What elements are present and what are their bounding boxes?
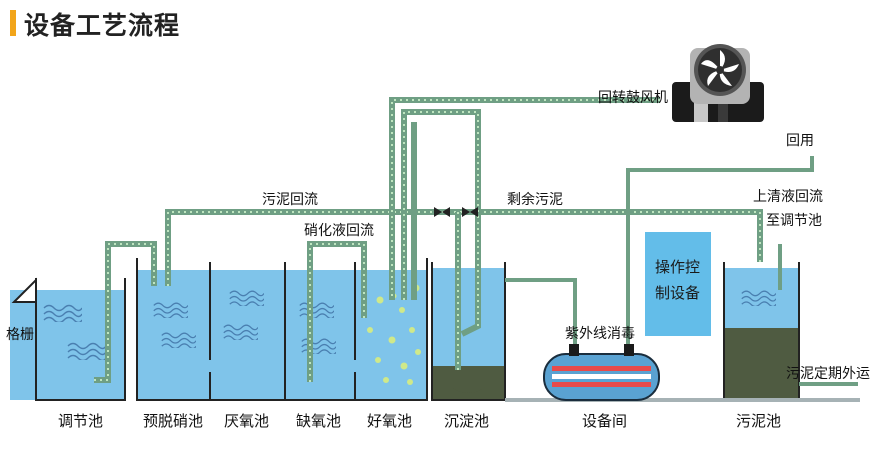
pipes — [94, 97, 858, 386]
valve-icon — [462, 207, 478, 217]
valve-icon — [434, 207, 450, 217]
bar-screen-label: 格栅 — [6, 327, 34, 343]
sludge-layer — [724, 328, 799, 400]
tank-label: 缺氧池 — [296, 412, 341, 430]
control-box — [645, 232, 711, 336]
tank-label: 调节池 — [58, 412, 103, 430]
control-box-label-1: 操作控 — [655, 258, 700, 276]
tank-label: 预脱硝池 — [143, 412, 203, 430]
sludge-out-label: 污泥定期外运 — [786, 366, 870, 382]
uv-disinfection-unit — [543, 344, 660, 401]
title-accent-bar — [10, 10, 16, 36]
clarifier-sludge-bottom — [432, 366, 505, 393]
bar-screen-icon — [11, 277, 37, 303]
tank-label: 好氧池 — [367, 412, 412, 430]
tank-label: 设备间 — [582, 412, 627, 430]
reactor-wall — [136, 258, 428, 401]
supernatant-label-1: 上清液回流 — [753, 189, 823, 205]
tank-label: 厌氧池 — [224, 412, 269, 430]
reuse-label: 回用 — [786, 133, 814, 149]
sludge-return-label: 污泥回流 — [262, 192, 318, 208]
clarifier-wall — [431, 262, 506, 401]
supernatant-label-2: 至调节池 — [766, 213, 822, 229]
uv-label: 紫外线消毒 — [565, 326, 635, 342]
page-title: 设备工艺流程 — [24, 11, 181, 40]
blower-label: 回转鼓风机 — [598, 90, 668, 106]
fan-icon — [694, 44, 746, 96]
tank-label: 沉淀池 — [444, 412, 489, 430]
nitrate-return-label: 硝化液回流 — [304, 223, 374, 239]
reactor-water — [137, 270, 427, 400]
aeration-bubbles — [367, 284, 421, 385]
tank-label: 污泥池 — [736, 412, 781, 430]
blower — [672, 44, 764, 122]
adjusting-tank-wall — [35, 278, 126, 401]
excess-sludge-label: 剩余污泥 — [507, 191, 563, 208]
control-box-label-2: 制设备 — [655, 284, 700, 302]
